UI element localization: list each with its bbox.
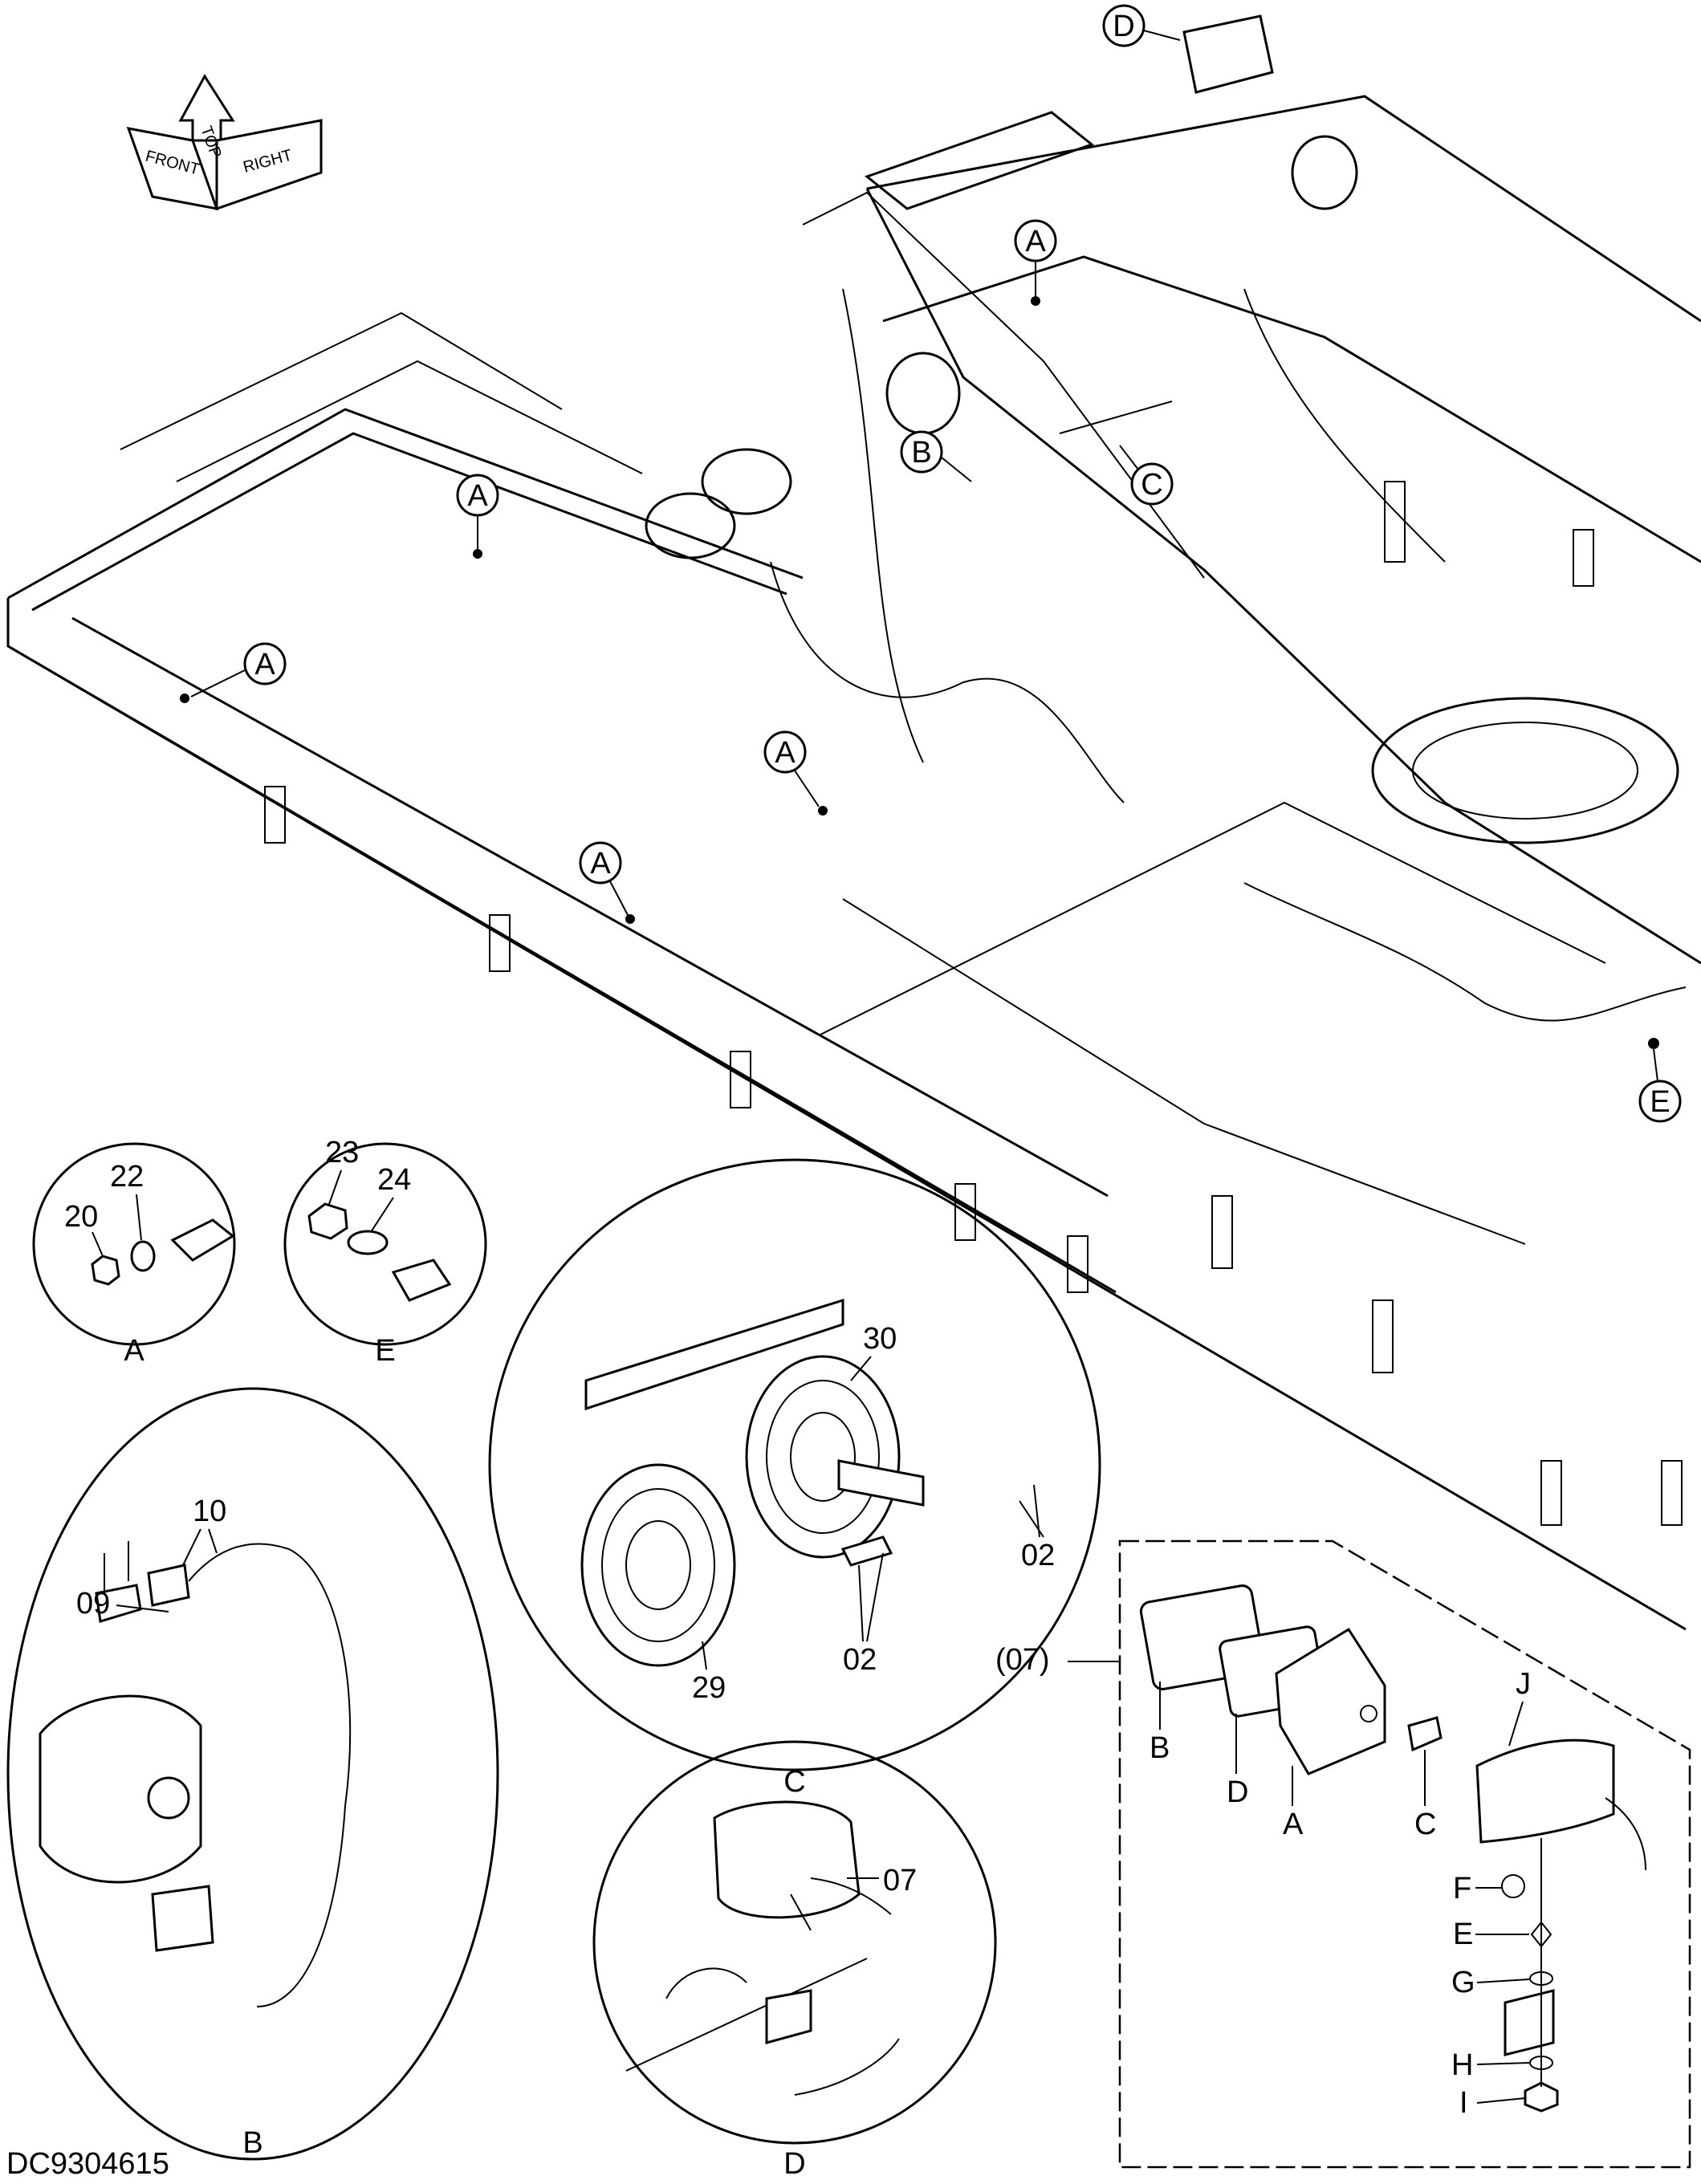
part-20: 20	[64, 1200, 98, 1234]
part-c-07: C	[1414, 1808, 1436, 1841]
svg-text:A: A	[775, 736, 796, 770]
callout-a-4: A	[763, 730, 820, 807]
callout-e-main: E	[1638, 1048, 1682, 1123]
detail-a-caption: A	[124, 1334, 144, 1368]
svg-text:B: B	[911, 436, 931, 470]
part-24: 24	[377, 1163, 411, 1197]
detail-07-ref: (07)	[995, 1643, 1050, 1677]
part-d-07: D	[1227, 1775, 1248, 1809]
part-10: 10	[193, 1495, 226, 1528]
detail-e: 23 24 E	[283, 1136, 487, 1368]
part-g-07: G	[1451, 1966, 1475, 1999]
detail-d-caption: D	[783, 2147, 805, 2181]
callout-d-top: D	[1102, 4, 1181, 47]
part-f-07: F	[1453, 1872, 1471, 1905]
part-09: 09	[76, 1587, 110, 1621]
svg-text:A: A	[1025, 225, 1046, 258]
detail-c: 30 02 02 29 C	[488, 1158, 1101, 1799]
callout-a-5: A	[579, 841, 629, 916]
svg-text:C: C	[1141, 468, 1162, 502]
detail-d: 07 D	[592, 1740, 997, 2181]
detail-e-caption: E	[375, 1334, 395, 1368]
part-23: 23	[325, 1136, 359, 1169]
detail-07-exploded: (07) J B D A C F E G H I	[995, 1539, 1691, 2169]
part-i-07: I	[1459, 2086, 1468, 2120]
callout-b-main: B	[900, 430, 972, 482]
part-30: 30	[863, 1322, 897, 1356]
detail-b: 10 09 B	[6, 1387, 499, 2161]
part-07-d: 07	[883, 1864, 917, 1897]
detail-c-caption: C	[783, 1765, 805, 1799]
detail-a: 20 22 A	[32, 1142, 236, 1368]
svg-text:A: A	[467, 479, 488, 513]
part-a-07: A	[1283, 1808, 1304, 1841]
svg-text:A: A	[590, 847, 611, 881]
detail-b-caption: B	[242, 2126, 262, 2160]
part-e-07: E	[1453, 1918, 1473, 1951]
svg-text:A: A	[254, 648, 275, 681]
svg-text:E: E	[1650, 1085, 1670, 1119]
part-j: J	[1516, 1667, 1531, 1701]
main-frame-drawing	[6, 14, 1701, 1631]
callouts: D A B C A A A	[190, 4, 1682, 1123]
orientation-symbol: TOP FRONT RIGHT	[126, 74, 323, 211]
part-29: 29	[692, 1671, 726, 1705]
callout-c-main: C	[1119, 445, 1174, 506]
part-h-07: H	[1451, 2048, 1473, 2082]
drawing-code: DC9304615	[6, 2147, 169, 2181]
callout-a-1: A	[1014, 219, 1057, 297]
svg-text:D: D	[1113, 10, 1134, 43]
part-b-07: B	[1150, 1731, 1170, 1765]
part-22: 22	[110, 1160, 144, 1194]
callout-a-2: A	[456, 474, 499, 550]
callout-a-3: A	[190, 642, 287, 697]
part-02-right: 02	[1021, 1539, 1055, 1572]
part-02-bottom: 02	[843, 1643, 877, 1677]
